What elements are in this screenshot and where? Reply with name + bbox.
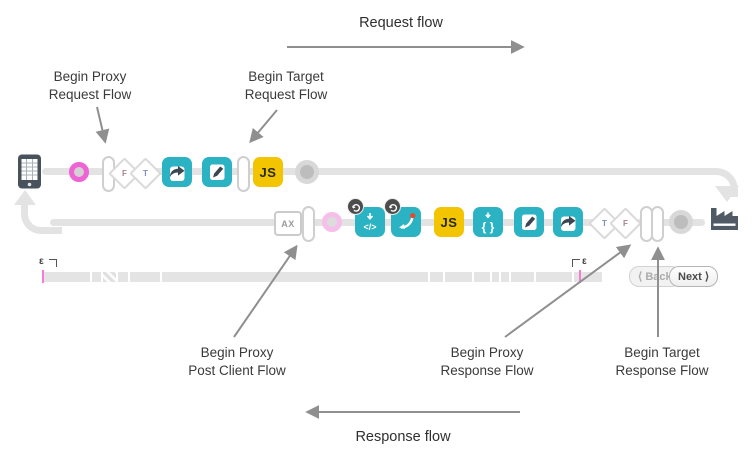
timeline-segments — [44, 272, 610, 282]
javascript-policy-icon[interactable]: JS — [434, 207, 464, 237]
analytics-ax-step[interactable]: AX — [274, 211, 302, 236]
extract-variables-policy-icon[interactable]: </> — [355, 207, 385, 237]
redo-badge-icon — [347, 198, 364, 215]
begin-target-request-pointer — [249, 109, 278, 144]
condition-letter: T — [143, 168, 148, 178]
post-client-start-ring[interactable] — [322, 212, 342, 232]
proxy-request-start-ring[interactable] — [69, 162, 89, 182]
condition-letter: T — [602, 218, 607, 228]
response-flow-start-dot[interactable] — [669, 210, 693, 234]
timeline-cursor-right[interactable] — [579, 270, 581, 283]
ax-label: AX — [281, 218, 295, 229]
js-label: JS — [259, 164, 277, 180]
condition-true-diamond[interactable]: T — [129, 157, 162, 190]
timeline-cursor-left[interactable] — [42, 270, 44, 283]
elapsed-bracket-left — [49, 259, 57, 267]
elapsed-epsilon-left: ε — [39, 256, 44, 267]
begin-target-request-flow-step[interactable] — [237, 156, 250, 192]
request-flow-title: Request flow — [359, 15, 443, 31]
request-flow-end-dot[interactable] — [295, 160, 319, 184]
redo-badge-icon — [384, 198, 401, 215]
edit-policy-icon[interactable] — [514, 207, 544, 237]
next-button-label: Next ⟩ — [678, 271, 710, 283]
begin-proxy-request-pointer — [95, 106, 110, 144]
request-flow-curve — [704, 168, 738, 197]
callout-policy-icon[interactable] — [553, 207, 583, 237]
response-flow-arrowhead-icon — [14, 190, 36, 205]
json-to-xml-policy-icon[interactable]: { } — [473, 207, 503, 237]
braces-label: { } — [481, 219, 495, 234]
extract-label: </> — [363, 222, 377, 232]
begin-proxy-response-pointer — [504, 244, 632, 338]
request-flow-arrowhead-icon — [715, 186, 739, 202]
edit-policy-icon[interactable] — [202, 157, 232, 187]
target-factory-icon[interactable] — [711, 207, 738, 235]
condition-letter: F — [122, 168, 127, 178]
elapsed-bracket-right — [572, 259, 580, 267]
begin-target-response-flow-step[interactable] — [651, 206, 664, 242]
response-flow-title: Response flow — [355, 429, 451, 445]
condition-letter: F — [623, 218, 628, 228]
js-label: JS — [440, 214, 458, 230]
request-flow-line — [42, 168, 710, 175]
assign-message-policy-icon[interactable] — [391, 207, 421, 237]
begin-proxy-post-client-pointer — [233, 244, 298, 338]
back-button-label: ⟨ Back — [638, 271, 672, 283]
callout-policy-icon[interactable] — [162, 157, 192, 187]
response-flow-curve — [21, 201, 62, 234]
condition-false-diamond[interactable]: F — [609, 207, 642, 240]
javascript-policy-icon[interactable]: JS — [253, 157, 283, 187]
timeline-scrubber[interactable] — [42, 270, 610, 283]
begin-proxy-post-client-flow-step[interactable] — [302, 206, 315, 242]
client-phone-icon[interactable] — [17, 154, 42, 194]
next-button[interactable]: Next ⟩ — [669, 266, 719, 287]
elapsed-epsilon-right: ε — [582, 256, 587, 267]
